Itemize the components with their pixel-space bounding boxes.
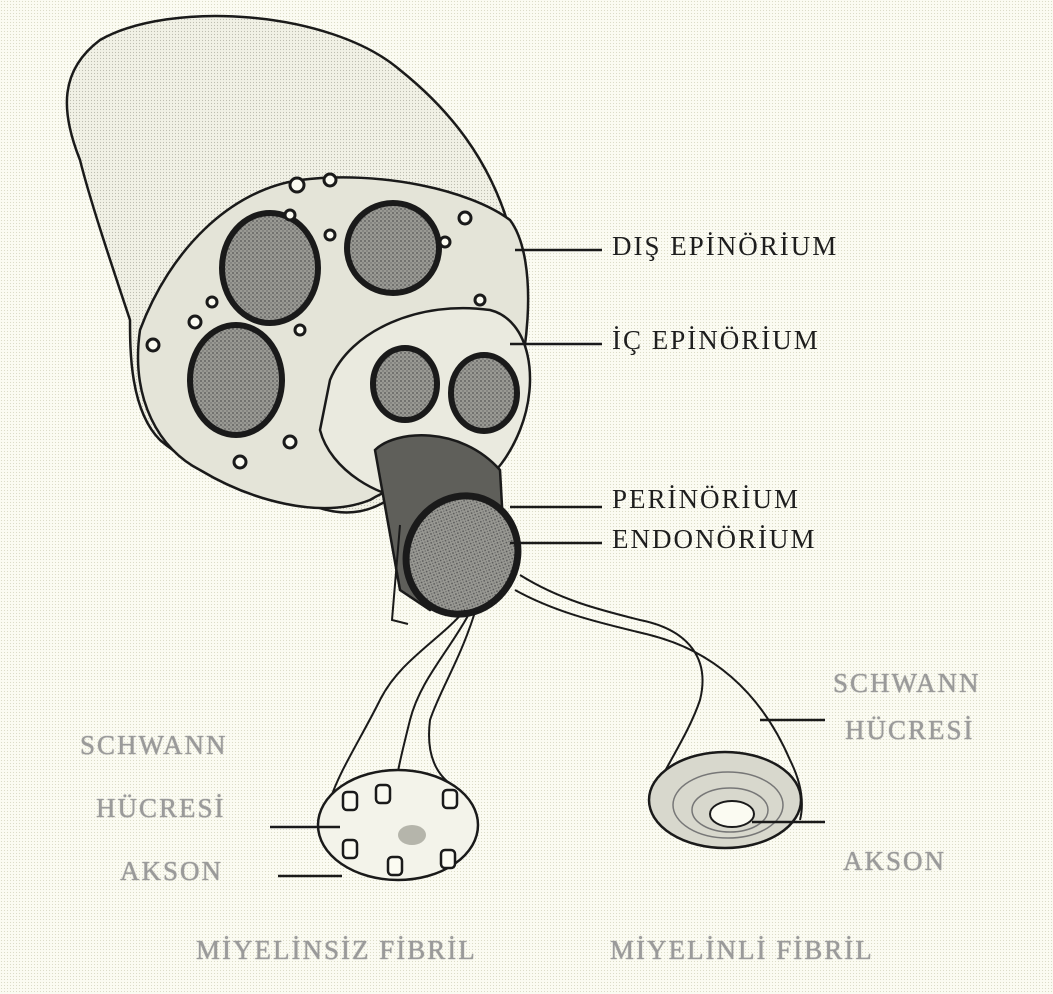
myelinated-fibre [649,752,801,848]
label-miyelinli-fibril: MİYELİNLİ FİBRİL [610,935,874,966]
label-schwann-right: SCHWANN [833,668,981,699]
label-akson-left: AKSON [120,856,223,887]
label-dis-epinorium: DIŞ EPİNÖRİUM [612,231,838,262]
label-endonorium: ENDONÖRİUM [612,524,817,555]
label-miyelinsiz-fibril: MİYELİNSİZ FİBRİL [196,935,477,966]
unmyelinated-bundle [318,770,478,880]
label-hucresi-right: HÜCRESİ [845,715,975,746]
label-hucresi-left: HÜCRESİ [96,793,226,824]
label-ic-epinorium: İÇ EPİNÖRİUM [612,325,820,356]
label-perinorium: PERİNÖRİUM [612,484,800,515]
label-schwann-left: SCHWANN [80,730,228,761]
label-akson-right: AKSON [843,846,946,877]
